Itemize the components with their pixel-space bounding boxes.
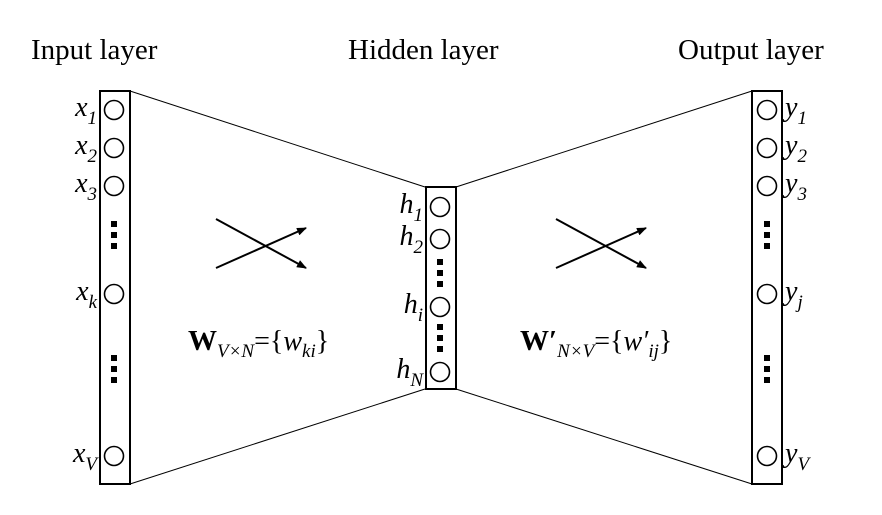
output-node <box>756 137 778 159</box>
output-node <box>756 445 778 467</box>
output-node <box>756 175 778 197</box>
output-node-label: y2 <box>782 130 807 167</box>
connector-line <box>455 90 753 188</box>
output-node <box>756 283 778 305</box>
input-node-label: xV <box>72 438 99 475</box>
input-node <box>103 137 125 159</box>
arrow-down-right-icon <box>215 218 307 269</box>
input-node <box>103 445 125 467</box>
hidden-node-label: hN <box>396 354 424 391</box>
input-node-label: x2 <box>74 130 97 167</box>
output-node-label: yj <box>782 276 803 313</box>
hidden-layer-box <box>425 186 457 390</box>
input-node-label: x3 <box>74 168 97 205</box>
output-node-label: y1 <box>782 92 807 129</box>
hidden-node <box>429 296 451 318</box>
arrow-up-right-icon <box>555 227 647 269</box>
output-node-label: yV <box>782 438 811 475</box>
hidden-node <box>429 361 451 383</box>
ellipsis-icon <box>111 221 117 249</box>
ellipsis-icon <box>437 324 443 352</box>
ellipsis-icon <box>764 355 770 383</box>
weight-matrix-w-prime-label: W′N×V={w′ij} <box>520 325 672 362</box>
hidden-node-label: hi <box>404 289 423 326</box>
output-node <box>756 99 778 121</box>
weight-matrix-w-label: WV×N={wki} <box>188 325 329 362</box>
hidden-node-label: h2 <box>400 221 424 258</box>
output-node-label: y3 <box>782 168 807 205</box>
input-node-label: x1 <box>74 92 97 129</box>
ellipsis-icon <box>764 221 770 249</box>
arrow-up-right-icon <box>215 227 307 269</box>
hidden-node-label: h1 <box>400 189 424 226</box>
ellipsis-icon <box>437 259 443 287</box>
input-node <box>103 283 125 305</box>
hidden-layer-title: Hidden layer <box>348 34 499 66</box>
ellipsis-icon <box>111 355 117 383</box>
input-node-label: xk <box>75 276 97 313</box>
input-layer-title: Input layer <box>31 34 158 66</box>
arrow-down-right-icon <box>555 218 647 269</box>
hidden-node <box>429 196 451 218</box>
input-node <box>103 99 125 121</box>
input-node <box>103 175 125 197</box>
connector-line <box>129 388 426 485</box>
output-layer-title: Output layer <box>678 34 824 66</box>
hidden-node <box>429 228 451 250</box>
connector-line <box>129 90 426 188</box>
connector-line <box>455 388 753 485</box>
